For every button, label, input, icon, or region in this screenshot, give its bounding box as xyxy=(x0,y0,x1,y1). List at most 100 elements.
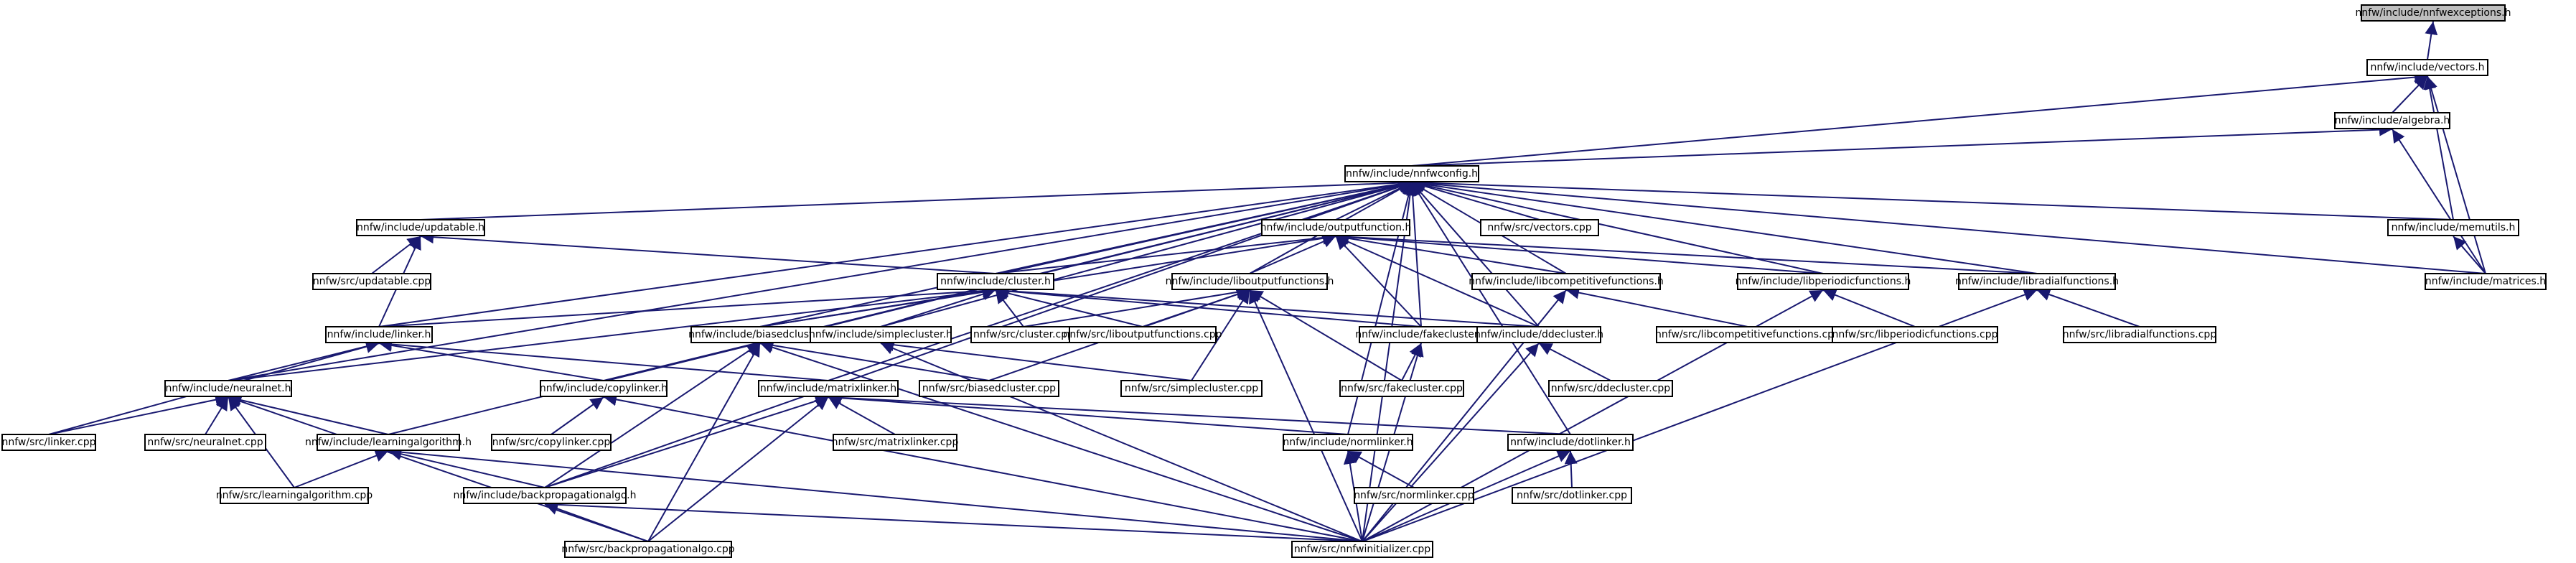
edge-cluster-to-linker xyxy=(378,284,996,327)
edge-matrixlinker-to-backpropcpp xyxy=(647,396,829,542)
node-label: nnfw/src/matrixlinker.cpp xyxy=(832,437,959,448)
node-fakecluster[interactable]: nnfw/include/fakecluster.h xyxy=(1355,326,1487,343)
edge-cluster-to-ddecluster xyxy=(995,284,1540,327)
node-libcompet[interactable]: nnfw/include/libcompetitivefunctions.h xyxy=(1469,273,1664,290)
node-matrixlinkercpp[interactable]: nnfw/src/matrixlinker.cpp xyxy=(832,434,959,451)
edge-biasedcluster-to-biasedclustercpp xyxy=(759,339,990,381)
edge-updatable-to-updatablecpp xyxy=(371,236,421,274)
node-learningalgo[interactable]: nnfw/include/learningalgorithm.h xyxy=(305,434,472,451)
node-simpleclustercpp[interactable]: nnfw/src/simplecluster.cpp xyxy=(1120,380,1263,397)
edge-cluster-to-neuralnet xyxy=(228,285,996,381)
node-updatable[interactable]: nnfw/include/updatable.h xyxy=(356,219,485,236)
node-matrices[interactable]: nnfw/include/matrices.h xyxy=(2425,273,2547,290)
edge-normlinker-to-normlinkercpp xyxy=(1347,450,1415,488)
node-vectorscpp[interactable]: nnfw/src/vectors.cpp xyxy=(1480,219,1599,236)
node-box xyxy=(312,273,431,290)
edge-vectors-to-algebra xyxy=(2392,75,2428,113)
edge-neuralnet-to-learningalgo xyxy=(228,394,389,435)
node-label: nnfw/include/learningalgorithm.h xyxy=(305,437,472,448)
edge-memutils-to-matrices xyxy=(2453,236,2486,274)
edge-config-to-linker xyxy=(378,177,1413,327)
node-memutils[interactable]: nnfw/include/memutils.h xyxy=(2387,219,2519,236)
edge-config-to-initializercpp xyxy=(1362,182,1417,542)
node-label: nnfw/include/outputfunction.h xyxy=(1260,222,1412,233)
node-matrixlinker[interactable]: nnfw/include/matrixlinker.h xyxy=(758,380,899,397)
node-label: nnfw/src/cluster.cpp xyxy=(973,329,1074,340)
edge-liboutput-to-clustercpp xyxy=(1023,285,1250,327)
node-dotlinkercpp[interactable]: nnfw/src/dotlinker.cpp xyxy=(1512,487,1632,504)
node-box xyxy=(1832,326,1998,343)
node-copylinkercpp[interactable]: nnfw/src/copylinker.cpp xyxy=(491,434,612,451)
node-label: nnfw/src/neuralnet.cpp xyxy=(147,437,263,448)
node-label: nnfw/include/algebra.h xyxy=(2335,115,2450,126)
edge-exceptions-to-vectors xyxy=(2425,21,2438,60)
edge-learningalgo-to-initializercpp xyxy=(388,445,1363,542)
node-box xyxy=(1737,273,1909,290)
edge-simplecluster-to-initializercpp xyxy=(880,342,1363,542)
node-box xyxy=(220,487,369,504)
node-normlinkercpp[interactable]: nnfw/src/normlinker.cpp xyxy=(1354,487,1474,504)
edge-linker-to-neuralnet xyxy=(228,340,380,381)
node-copylinker[interactable]: nnfw/include/copylinker.h xyxy=(540,380,668,397)
node-label: nnfw/include/updatable.h xyxy=(357,222,484,233)
edge-cluster-to-simplecluster xyxy=(880,287,996,327)
node-box xyxy=(2334,112,2450,129)
node-libradial[interactable]: nnfw/include/libradialfunctions.h xyxy=(1955,273,2119,290)
node-label: nnfw/include/nnfwconfig.h xyxy=(1346,168,1478,180)
node-clustercpp[interactable]: nnfw/src/cluster.cpp xyxy=(970,326,1077,343)
node-learningalgocpp[interactable]: nnfw/src/learningalgorithm.cpp xyxy=(216,487,373,504)
node-libradialcpp[interactable]: nnfw/src/libradialfunctions.cpp xyxy=(2063,326,2217,343)
node-box xyxy=(919,380,1059,397)
node-label: nnfw/include/matrixlinker.h xyxy=(760,383,896,394)
node-outputfunction[interactable]: nnfw/include/outputfunction.h xyxy=(1260,219,1412,236)
node-neuralnetcpp[interactable]: nnfw/src/neuralnet.cpp xyxy=(144,434,266,451)
node-box xyxy=(2387,219,2519,236)
node-label: nnfw/src/fakecluster.cpp xyxy=(1341,383,1463,394)
edge-liboutput-to-fakeclustercpp xyxy=(1249,289,1402,381)
node-linkercpp[interactable]: nnfw/src/linker.cpp xyxy=(1,434,96,451)
node-liboutputcpp[interactable]: nnfw/src/liboutputfunctions.cpp xyxy=(1064,326,1222,343)
node-neuralnet[interactable]: nnfw/include/neuralnet.h xyxy=(164,380,292,397)
node-label: nnfw/src/liboutputfunctions.cpp xyxy=(1064,329,1222,340)
node-simplecluster[interactable]: nnfw/include/simplecluster.h xyxy=(809,326,952,343)
edge-config-to-dotlinker xyxy=(1411,182,1571,435)
node-box xyxy=(1548,380,1673,397)
edge-outputfunction-to-liboutput xyxy=(1249,235,1336,274)
node-cluster[interactable]: nnfw/include/cluster.h xyxy=(937,273,1054,290)
node-vectors[interactable]: nnfw/include/vectors.h xyxy=(2366,59,2488,76)
node-box xyxy=(1480,219,1599,236)
node-backpropcpp[interactable]: nnfw/src/backpropagationalgo.cpp xyxy=(561,541,735,558)
edge-linker-to-copylinker xyxy=(378,339,604,381)
edge-config-to-vectorscpp xyxy=(1411,180,1540,220)
node-box xyxy=(1283,434,1413,451)
node-liboutput[interactable]: nnfw/include/liboutputfunctions.h xyxy=(1166,273,1334,290)
edge-ddecluster-to-ddeclustercpp xyxy=(1538,343,1611,381)
node-initializercpp[interactable]: nnfw/src/nnfwinitializer.cpp xyxy=(1291,541,1433,558)
node-backprop[interactable]: nnfw/include/backpropagationalgo.h xyxy=(454,487,637,504)
node-box xyxy=(810,326,952,343)
node-box xyxy=(1512,487,1632,504)
node-updatablecpp[interactable]: nnfw/src/updatable.cpp xyxy=(312,273,431,290)
node-ddeclustercpp[interactable]: nnfw/src/ddecluster.cpp xyxy=(1548,380,1673,397)
node-config[interactable]: nnfw/include/nnfwconfig.h xyxy=(1344,165,1479,182)
node-normlinker[interactable]: nnfw/include/normlinker.h xyxy=(1283,434,1413,451)
node-box xyxy=(1,434,96,451)
edge-config-to-biasedcluster xyxy=(759,179,1413,327)
node-ddecluster[interactable]: nnfw/include/ddecluster.h xyxy=(1474,326,1603,343)
node-label: nnfw/src/learningalgorithm.cpp xyxy=(216,490,373,501)
node-libcompetcpp[interactable]: nnfw/src/libcompetitivefunctions.cpp xyxy=(1655,326,1840,343)
node-fakeclustercpp[interactable]: nnfw/src/fakecluster.cpp xyxy=(1339,380,1464,397)
node-exceptions[interactable]: nnfw/include/nnfwexceptions.h xyxy=(2356,4,2511,22)
node-box xyxy=(1958,273,2116,290)
edge-config-to-fakecluster xyxy=(1406,182,1422,327)
node-linker[interactable]: nnfw/include/linker.h xyxy=(325,326,433,343)
node-box xyxy=(758,380,899,397)
node-label: nnfw/include/dotlinker.h xyxy=(1510,437,1631,448)
node-libperiodic[interactable]: nnfw/include/libperiodicfunctions.h xyxy=(1736,273,1911,290)
edge-vectors-to-matrices xyxy=(2425,75,2486,274)
node-box xyxy=(317,434,460,451)
node-libperiodiccpp[interactable]: nnfw/src/libperiodicfunctions.cpp xyxy=(1832,326,1998,343)
node-biasedclustercpp[interactable]: nnfw/src/biasedcluster.cpp xyxy=(919,380,1059,397)
node-algebra[interactable]: nnfw/include/algebra.h xyxy=(2334,112,2450,129)
node-dotlinker[interactable]: nnfw/include/dotlinker.h xyxy=(1507,434,1634,451)
